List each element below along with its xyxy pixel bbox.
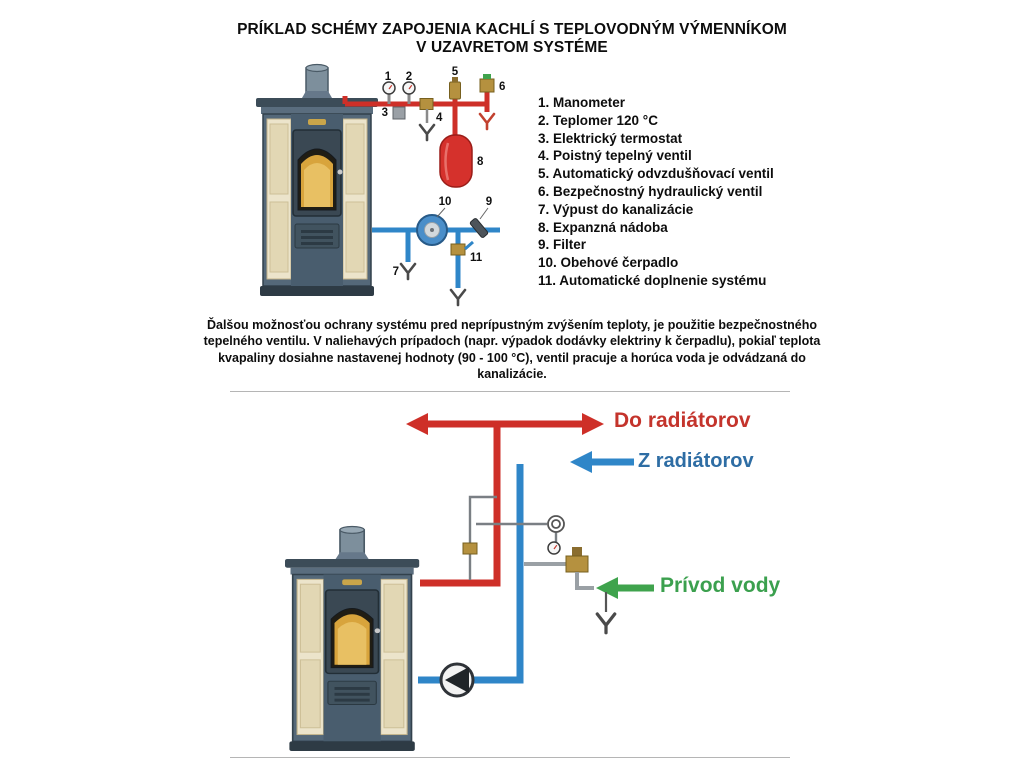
- air-vent-valve: [449, 81, 461, 100]
- drain-icon-2: [478, 112, 496, 131]
- stove-bottom: [284, 525, 421, 752]
- legend-item-8: 8. Expanzná nádoba: [538, 219, 668, 235]
- callout-5: 5: [452, 66, 459, 78]
- callout-4: 4: [436, 112, 443, 124]
- legend-item-4: 4. Poistný tepelný ventil: [538, 148, 692, 164]
- legend-item-7: 7. Výpust do kanalizácie: [538, 201, 694, 217]
- thermometer-icon: [402, 81, 416, 95]
- drain-icon-4: [449, 288, 467, 307]
- callout-3: 3: [382, 107, 388, 119]
- hot-pipe-top: [342, 92, 490, 135]
- reducer-bottom-pipe: [575, 572, 594, 590]
- hot-pipe-bottom: [420, 420, 584, 587]
- title-line-2: V UZAVRETOM SYSTÉME: [416, 38, 608, 56]
- divider-line-top: [230, 391, 790, 392]
- drain-icon-bottom: [595, 612, 617, 635]
- page-title: PRÍKLAD SCHÉMY ZAPOJENIA KACHLÍ S TEPLOV…: [0, 21, 1024, 56]
- callout-2: 2: [406, 71, 412, 83]
- capillary-coil-inner: [551, 519, 561, 529]
- callout-7: 7: [393, 266, 399, 278]
- legend-item-2: 2. Teplomer 120 °C: [538, 112, 658, 128]
- callout-10: 10: [439, 196, 452, 208]
- note-paragraph: Ďalšou možnosťou ochrany systému pred ne…: [203, 318, 821, 381]
- legend-item-11: 11. Automatické doplnenie systému: [538, 272, 767, 288]
- supply-arrow-left-icon: [596, 577, 618, 599]
- drain-icon-3: [399, 262, 417, 281]
- manometer-icon: [382, 81, 396, 95]
- legend-item-1: 1. Manometer: [538, 95, 626, 110]
- water-supply-label: Prívod vody: [660, 574, 781, 597]
- vessel-highlight: [444, 142, 450, 181]
- bottom-schematic-diagram: [284, 413, 654, 752]
- capillary-coil-icon: [547, 515, 565, 533]
- refill-lever: [464, 240, 474, 251]
- auto-refill-valve: [450, 243, 466, 256]
- legend-item-10: 10. Obehové čerpadlo: [538, 255, 679, 271]
- from-radiators-label: Z radiátorov: [638, 450, 754, 472]
- callout-6: 6: [499, 81, 505, 93]
- divider-line-bottom: [230, 757, 790, 758]
- pump-hub: [430, 228, 434, 232]
- top-schematic-diagram: 1 2 3 4 5 6 7 8 9 10 11: [255, 63, 505, 307]
- title-line-1: PRÍKLAD SCHÉMY ZAPOJENIA KACHLÍ S TEPLOV…: [237, 21, 787, 38]
- thermal-valve-bottom: [462, 542, 478, 555]
- reducer-gauge-icon: [547, 541, 561, 555]
- legend-item-6: 6. Bezpečnostný hydraulický ventil: [538, 183, 763, 199]
- hot-arrow-left-icon: [406, 413, 428, 435]
- reducer-bonnet: [572, 547, 582, 556]
- valve6-green-cap: [483, 74, 491, 79]
- callout-leaders: [436, 207, 489, 220]
- thermal-safety-valve: [419, 98, 434, 110]
- component-legend: 1. Manometer 2. Teplomer 120 °C 3. Elekt…: [538, 94, 774, 290]
- filter: [469, 218, 489, 238]
- pressure-reducer-body: [565, 555, 589, 573]
- capillary-lines: [468, 495, 558, 580]
- legend-item-3: 3. Elektrický termostat: [538, 130, 683, 146]
- air-vent-cap: [452, 77, 458, 82]
- gauge-stubs: [387, 93, 411, 104]
- safety-hydraulic-valve: [479, 78, 495, 93]
- callout-9: 9: [486, 196, 492, 208]
- callout-8: 8: [477, 156, 484, 168]
- cold-arrow-left-icon: [570, 451, 592, 473]
- electric-thermostat: [392, 106, 406, 120]
- legend-item-5: 5. Automatický odvzdušňovací ventil: [538, 166, 774, 182]
- callout-11: 11: [470, 252, 483, 264]
- stove-top: [255, 63, 379, 297]
- hot-arrow-right-icon: [582, 413, 604, 435]
- pump-triangle-icon: [445, 667, 469, 693]
- drain-icon-1: [418, 123, 436, 142]
- legend-item-9: 9. Filter: [538, 237, 587, 253]
- to-radiators-label: Do radiátorov: [614, 409, 751, 432]
- callout-1: 1: [385, 71, 392, 83]
